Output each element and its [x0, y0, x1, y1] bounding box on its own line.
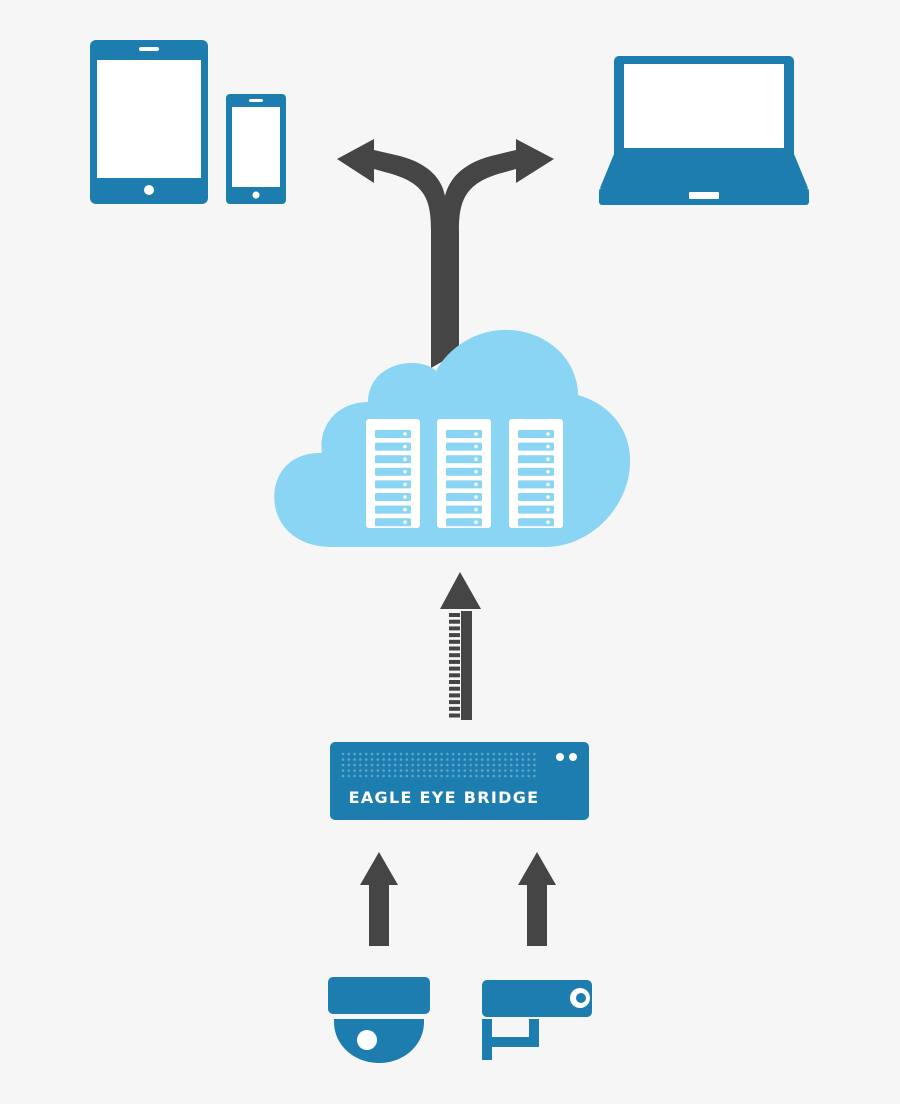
dome-camera-icon: [328, 977, 430, 1063]
server-rack-icon: [366, 419, 563, 528]
tablet-icon: [90, 40, 208, 204]
smartphone-icon: [226, 94, 286, 204]
split-arrow-icon: [337, 139, 554, 368]
laptop-icon: [599, 56, 809, 205]
upload-arrow-icon: [360, 852, 556, 946]
bridge-label: EAGLE EYE BRIDGE: [348, 788, 540, 807]
bridge-device-icon: [330, 742, 589, 820]
upload-arrow-icon: [440, 572, 481, 720]
bullet-camera-icon: [482, 980, 592, 1060]
